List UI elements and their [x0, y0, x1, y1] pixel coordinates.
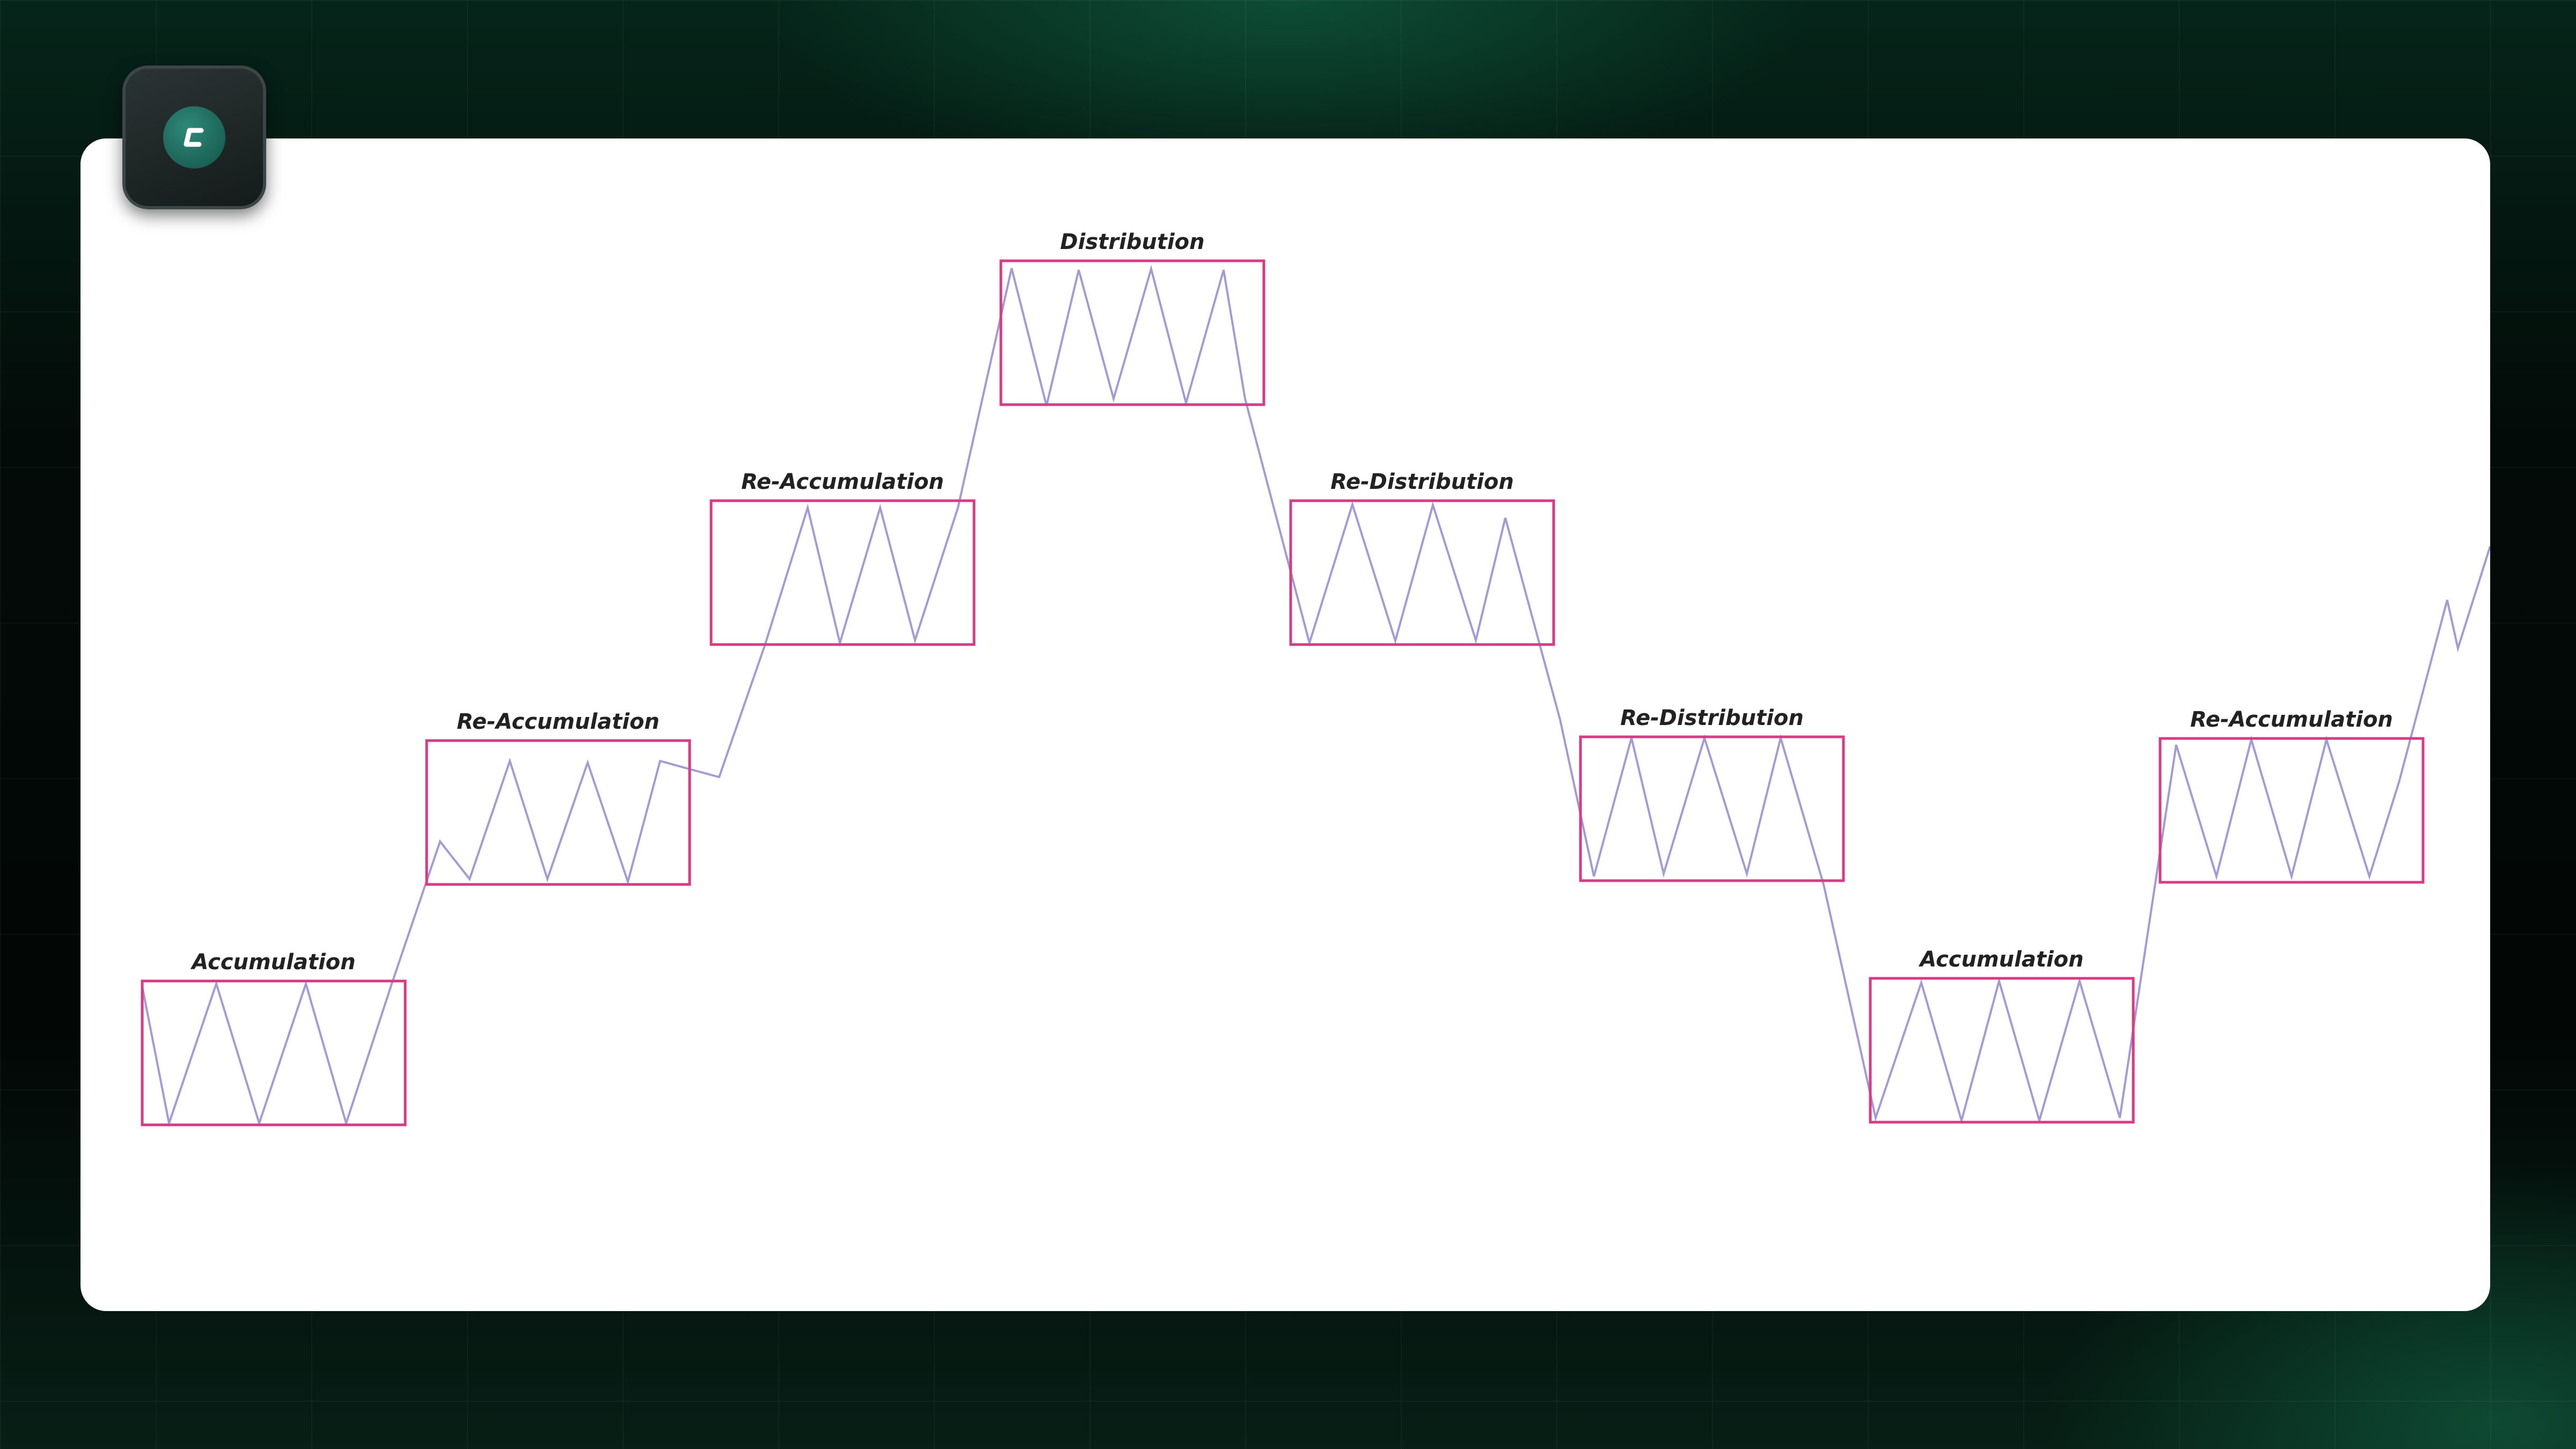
- phase-boxes: AccumulationRe-AccumulationRe-Accumulati…: [141, 230, 2425, 1126]
- brand-logo-icon: [163, 106, 225, 169]
- phase-box: [2158, 737, 2425, 884]
- phase-label: Re-Distribution: [1330, 470, 1514, 494]
- phase-label: Accumulation: [1918, 947, 2083, 972]
- phase-label: Re-Accumulation: [2190, 707, 2393, 732]
- phase-label: Accumulation: [190, 950, 355, 975]
- phase-label: Re-Accumulation: [457, 709, 660, 734]
- phase-label: Re-Distribution: [1620, 706, 1804, 730]
- phase-box: [709, 499, 976, 646]
- price-path-line: [141, 265, 2490, 1128]
- phase-box: [141, 979, 407, 1126]
- phase-label: Re-Accumulation: [741, 470, 944, 494]
- phase-box: [425, 739, 691, 886]
- market-cycle-diagram: AccumulationRe-AccumulationRe-Accumulati…: [141, 230, 2490, 1128]
- phase-box: [1869, 977, 2135, 1124]
- phase-box: [1579, 735, 1845, 882]
- app-badge[interactable]: [122, 65, 266, 209]
- phase-label: Distribution: [1060, 230, 1204, 254]
- phase-box: [1289, 499, 1555, 646]
- phase-box: [999, 259, 1265, 406]
